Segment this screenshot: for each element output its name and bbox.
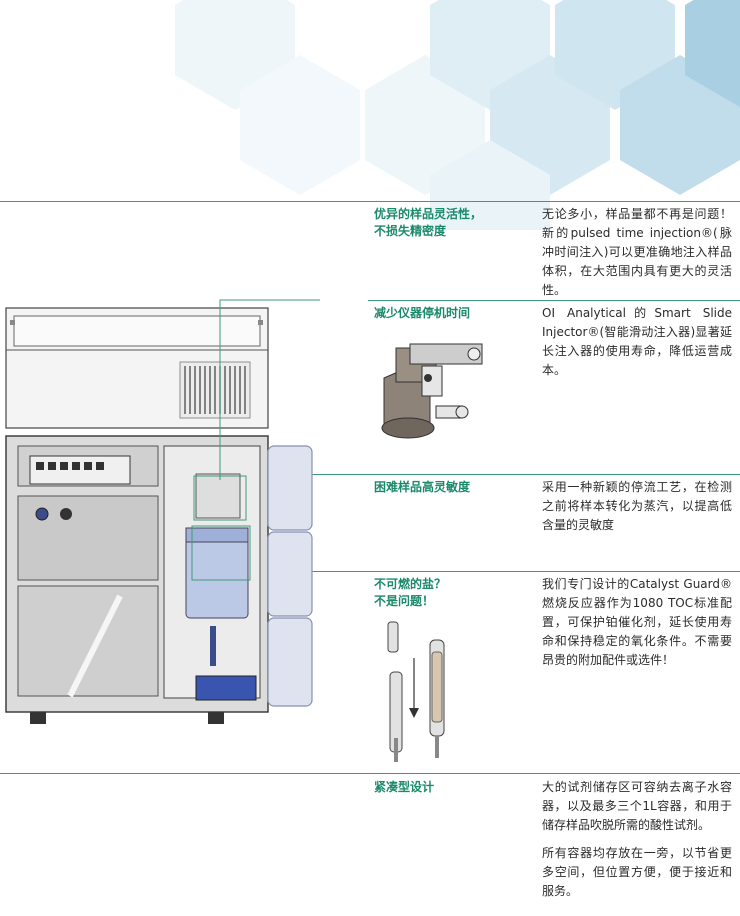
- hexagon-background: [175, 0, 740, 230]
- instrument-illustration: [5, 299, 320, 724]
- slide-injector-illustration: [381, 343, 483, 439]
- section-body-less-downtime: OI Analytical的Smart Slide Injector®(智能滑动…: [542, 304, 732, 389]
- section-rule-3: [312, 474, 740, 475]
- section-heading-less-downtime: 减少仪器停机时间: [374, 306, 471, 320]
- reagent-containers: [267, 445, 313, 707]
- paragraph: 大的试剂储存区可容纳去离子水容器，以及最多三个1L容器，和用于储存样品吹脱所需的…: [542, 780, 732, 832]
- paragraph: OI Analytical的Smart Slide Injector®(智能滑动…: [542, 306, 732, 377]
- section-body-compact-design: 大的试剂储存区可容纳去离子水容器，以及最多三个1L容器，和用于储存样品吹脱所需的…: [542, 778, 732, 910]
- section-body-high-sensitivity: 采用一种新颖的停流工艺，在检测之前将样本转化为蒸汽，以提高低含量的灵敏度: [542, 478, 732, 544]
- paragraph: 所有容器均存放在一旁，以节省更多空间，但位置方便，便于接近和服务。: [542, 846, 732, 898]
- paragraph: 我们专门设计的Catalyst Guard®燃烧反应器作为1080 TOC标准配…: [542, 577, 732, 667]
- section-body-salts: 我们专门设计的Catalyst Guard®燃烧反应器作为1080 TOC标准配…: [542, 575, 732, 679]
- vent-grille: [179, 361, 251, 419]
- section-rule-top: [0, 201, 740, 202]
- paragraph: 无论多小，样品量都不再是问题！新的pulsed time injection®(…: [542, 207, 732, 297]
- section-heading-compact-design: 紧凑型设计: [374, 780, 435, 794]
- section-rule-2: [368, 300, 740, 301]
- catalyst-guard-illustration: [387, 621, 445, 762]
- section-rule-4: [280, 571, 740, 572]
- terminal-block: [29, 455, 131, 485]
- section-heading-salts: 不可燃的盐？ 不是问题！: [374, 577, 447, 608]
- section-heading-high-sensitivity: 困难样品高灵敏度: [374, 480, 471, 494]
- section-rule-bottom: [0, 773, 740, 774]
- hexagon-pattern: [175, 0, 740, 230]
- reactor-assembly: [185, 473, 257, 701]
- paragraph: 采用一种新颖的停流工艺，在检测之前将样本转化为蒸汽，以提高低含量的灵敏度: [542, 480, 732, 532]
- section-body-sample-flexibility: 无论多小，样品量都不再是问题！新的pulsed time injection®(…: [542, 205, 732, 309]
- section-heading-sample-flexibility: 优异的样品灵活性， 不损失精密度: [374, 207, 483, 238]
